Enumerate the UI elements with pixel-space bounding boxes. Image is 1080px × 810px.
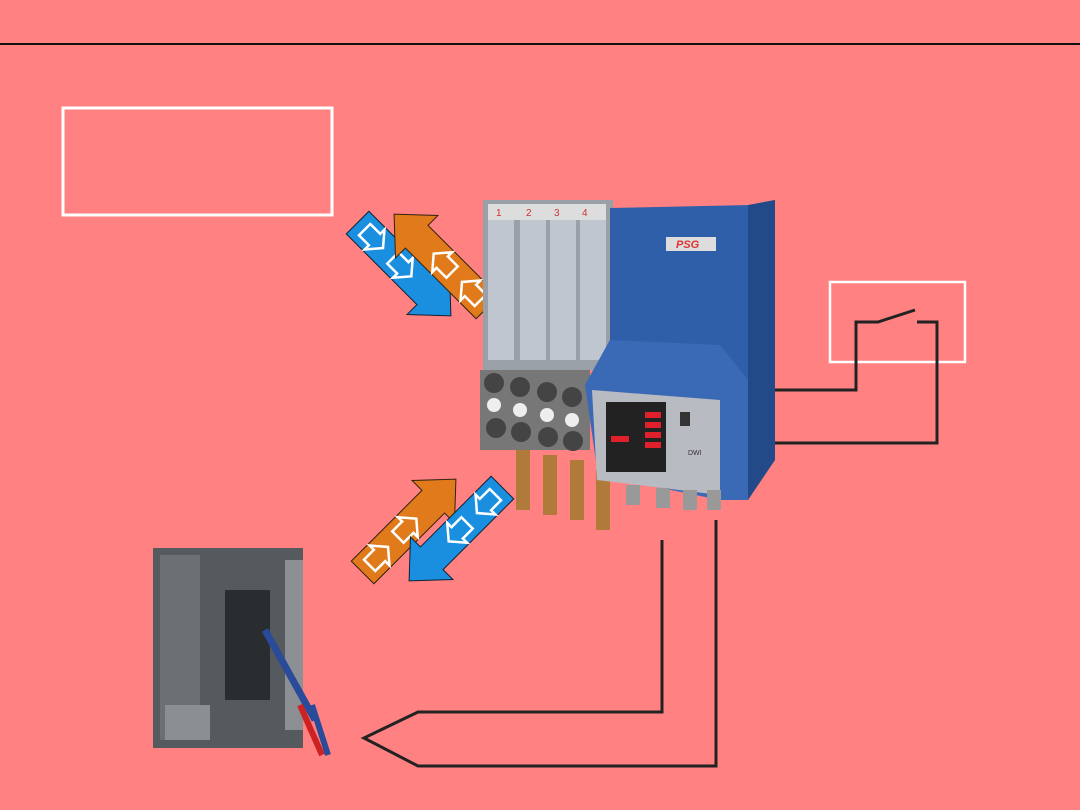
channel-label: 4 [582, 208, 588, 219]
channel-label: 3 [554, 208, 560, 219]
sensor-wire [360, 520, 718, 768]
brand-logo: PSG [676, 239, 700, 251]
return-arrow-to-device-icon [350, 478, 457, 585]
switch-symbol-box [767, 280, 967, 445]
supply-arrow-to-mold-icon [408, 475, 515, 582]
model-label: DWI [688, 450, 702, 457]
channel-label: 1 [496, 208, 502, 219]
temperature-control-device-image: 1 2 3 4 PSG DWI [480, 200, 775, 530]
channel-label: 2 [526, 208, 532, 219]
empty-text-box [61, 106, 334, 217]
mold-image [153, 548, 331, 757]
